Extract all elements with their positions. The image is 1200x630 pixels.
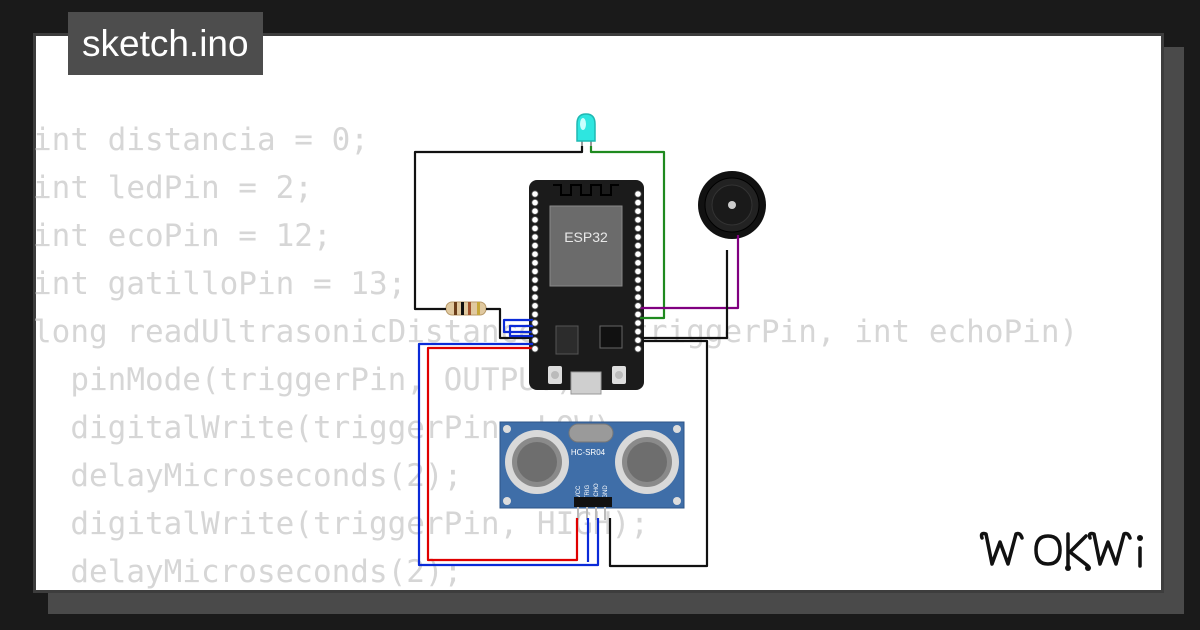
header-pin[interactable]	[531, 336, 539, 344]
header-pin[interactable]	[531, 345, 539, 353]
esp32-left-pins	[531, 190, 539, 353]
wires	[413, 146, 740, 568]
header-pin[interactable]	[634, 327, 642, 336]
code-line: int distancia = 0;	[33, 122, 369, 158]
header-pin[interactable]	[531, 284, 539, 293]
header-pin[interactable]	[634, 284, 642, 293]
header-pin[interactable]	[634, 216, 642, 224]
header-pin[interactable]	[634, 190, 642, 198]
wire-sensor-echo[interactable]	[417, 342, 600, 567]
wire-led-to-resistor[interactable]	[413, 146, 584, 311]
file-name-tab: sketch.ino	[68, 12, 263, 75]
esp32-right-pins	[634, 190, 642, 353]
code-line: int ledPin = 2;	[33, 170, 313, 206]
header-pin[interactable]	[531, 293, 539, 301]
header-pin[interactable]	[634, 336, 642, 344]
wire-echo-jumper[interactable]	[502, 318, 533, 334]
header-pin[interactable]	[531, 242, 539, 250]
header-pin[interactable]	[531, 233, 539, 241]
code-line: delayMicroseconds(2);	[33, 458, 463, 494]
wokwi-logo	[979, 531, 1143, 571]
wire-resistor-to-ground[interactable]	[486, 307, 533, 340]
header-pin[interactable]	[634, 250, 642, 258]
wire-sensor-vcc[interactable]	[426, 346, 579, 562]
sensor-pin-label: TRIG	[585, 485, 591, 500]
header-pin[interactable]	[531, 207, 539, 215]
sensor-pin-label: VCC	[576, 485, 582, 498]
buzzer[interactable]	[698, 171, 766, 239]
header-pin[interactable]	[531, 250, 539, 258]
header-pin[interactable]	[634, 199, 642, 207]
header-pin[interactable]	[531, 199, 539, 207]
code-line: delayMicroseconds(2);	[33, 554, 463, 590]
header-pin[interactable]	[531, 224, 539, 232]
wire-sensor-ground[interactable]	[608, 339, 709, 568]
wire-buzzer-signal[interactable]	[640, 235, 740, 310]
header-pin[interactable]	[531, 302, 539, 310]
header-pin[interactable]	[531, 310, 539, 318]
code-line: int ecoPin = 12;	[33, 218, 332, 254]
header-pin[interactable]	[634, 233, 642, 241]
sensor-pin-label: ECHO	[594, 483, 600, 501]
header-pin[interactable]	[531, 216, 539, 224]
sensor-label: HC-SR04	[571, 448, 606, 457]
code-line: int gatilloPin = 13;	[33, 266, 407, 302]
header-pin[interactable]	[531, 259, 539, 267]
header-pin[interactable]	[634, 242, 642, 250]
header-pin[interactable]	[634, 319, 642, 327]
wire-led-to-gpio[interactable]	[589, 146, 666, 320]
header-pin[interactable]	[634, 276, 642, 284]
header-pin[interactable]	[634, 302, 642, 310]
header-pin[interactable]	[634, 224, 642, 232]
header-pin[interactable]	[634, 267, 642, 275]
header-pin[interactable]	[531, 190, 539, 198]
wire-buzzer-ground[interactable]	[640, 250, 729, 340]
header-pin[interactable]	[634, 207, 642, 215]
esp32-board[interactable]: ESP32	[529, 180, 644, 395]
header-pin[interactable]	[531, 319, 539, 327]
wire-trig-jumper[interactable]	[508, 324, 533, 338]
hc-sr04-sensor[interactable]: HC-SR04 VCC TRIG ECHO GND	[499, 421, 685, 520]
header-pin[interactable]	[531, 267, 539, 275]
esp32-label: ESP32	[564, 229, 608, 245]
led[interactable]	[576, 113, 596, 152]
header-pin[interactable]	[634, 293, 642, 301]
sensor-pin-label: GND	[603, 485, 609, 499]
header-pin[interactable]	[634, 310, 642, 318]
header-pin[interactable]	[634, 345, 642, 353]
code-line: digitalWrite(triggerPin, HIGH);	[33, 506, 649, 542]
header-pin[interactable]	[531, 276, 539, 284]
header-pin[interactable]	[531, 327, 539, 336]
header-pin[interactable]	[634, 259, 642, 267]
